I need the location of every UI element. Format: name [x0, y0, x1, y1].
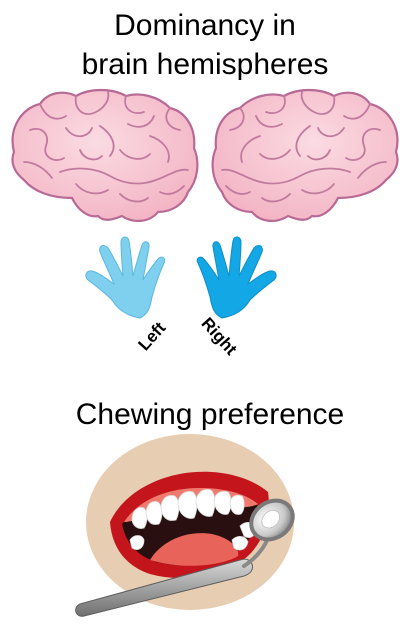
dental-mirror-icon — [75, 498, 295, 617]
title-line-1: Dominancy in — [114, 9, 296, 42]
tongue — [150, 533, 239, 566]
chewing-preference-title: Chewing preference — [75, 398, 345, 431]
upper-teeth — [131, 489, 245, 529]
open-mouth-icon — [86, 434, 294, 610]
left-hand-label: Left — [134, 318, 169, 354]
left-hemisphere-brain-icon — [11, 88, 199, 222]
right-hand-icon — [196, 236, 277, 319]
right-hemisphere-brain-icon — [211, 88, 399, 222]
page-title: Dominancy in brain hemispheres — [0, 6, 410, 84]
left-hand-icon — [85, 236, 166, 319]
title-line-2: brain hemispheres — [81, 48, 329, 81]
mirror-handle — [75, 558, 253, 617]
right-hand-label: Right — [197, 314, 240, 359]
lower-teeth — [129, 522, 257, 551]
mirror-tooth-reflection — [261, 510, 280, 529]
